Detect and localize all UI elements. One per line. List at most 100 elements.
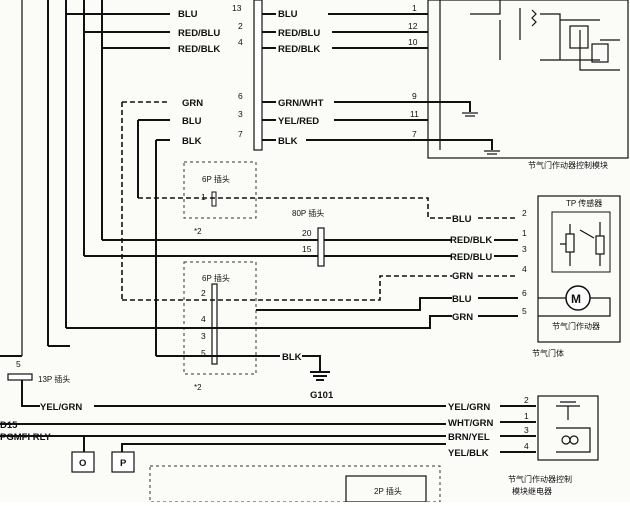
tb-pin-0: 2 xyxy=(522,208,527,218)
throttle-wire-labels: BLU RED/BLK RED/BLU GRN BLU GRN xyxy=(450,214,492,323)
wire-blu6-tb xyxy=(256,297,452,311)
relay-wire-tails xyxy=(500,405,536,453)
wire-grn5-tb xyxy=(66,315,452,329)
relay-wire-1: WHT/GRN xyxy=(448,418,494,429)
motor-label: 节气门作动器 xyxy=(552,321,600,331)
ecu-connector-bar xyxy=(253,0,263,151)
relay-wire-3: YEL/BLK xyxy=(448,448,489,459)
connector-6p-bottom-terminal xyxy=(211,283,218,365)
wire-label-left-3: GRN xyxy=(182,98,203,109)
connector-6p-bottom-box xyxy=(183,261,257,375)
relay-wire-2: BRN/YEL xyxy=(448,432,490,443)
bottom-dashed-region xyxy=(149,465,441,503)
tb-pin-2: 3 xyxy=(522,244,527,254)
connector-6p-bottom-pin-2: 3 xyxy=(201,331,206,341)
wire-r6 xyxy=(262,139,493,150)
pin-left-1: 2 xyxy=(238,21,243,31)
module-caption: 节气门作动器控制模块 xyxy=(528,160,608,170)
ground-g101-symbol xyxy=(310,371,330,381)
tb-pin-5: 5 xyxy=(522,306,527,316)
wire-label-right-2: RED/BLK xyxy=(278,44,320,55)
bottom-box-p-label: P xyxy=(120,458,127,469)
ecu-right-pins: 1 12 10 9 11 7 xyxy=(408,3,419,139)
connector-6p-top-pin: 1 xyxy=(201,192,206,202)
bottom-box-o-label: O xyxy=(79,458,86,469)
relay-pins: 2 1 3 4 xyxy=(524,395,529,451)
relay-coil-icon xyxy=(556,401,591,453)
control-module-box xyxy=(427,0,629,159)
bottom-box-o xyxy=(71,451,95,473)
relay-caption-1: 模块继电器 xyxy=(512,486,552,496)
pin-right-5: 7 xyxy=(412,129,417,139)
throttle-pins: 2 1 3 4 6 5 xyxy=(522,208,527,316)
connector-6p-top-terminal xyxy=(211,191,217,207)
pin-left-3: 6 xyxy=(238,91,243,101)
relay-pin-2: 3 xyxy=(524,425,529,435)
pin-left-5: 7 xyxy=(238,129,243,139)
ground-name: G101 xyxy=(310,390,334,401)
motor-circuit xyxy=(538,297,611,317)
tb-wire-4: BLU xyxy=(452,294,472,305)
pin-right-3: 9 xyxy=(412,91,417,101)
tb-pin-1: 1 xyxy=(522,228,527,238)
wire-grn-tb xyxy=(122,275,452,301)
wire-grn-6 xyxy=(121,101,170,300)
left-label-1: PGMFI RLY xyxy=(0,432,52,443)
tp-sensor-label: TP 传感器 xyxy=(566,198,602,208)
bottom-box-p xyxy=(111,451,135,473)
wire-ground-drop xyxy=(302,355,321,372)
tb-pin-4: 6 xyxy=(522,288,527,298)
ecu-right-labels: BLU RED/BLU RED/BLK GRN/WHT YEL/RED BLK xyxy=(276,6,334,147)
connector-6p-bottom-pin-1: 4 xyxy=(201,314,206,324)
wire-label-left-5: BLK xyxy=(182,136,202,147)
ecu-left-labels: BLU RED/BLU RED/BLK GRN BLU BLK xyxy=(176,6,226,147)
tb-wire-0: BLU xyxy=(452,214,472,225)
connector-6p-bottom-pin-0: 2 xyxy=(201,288,206,298)
wire-label-right-1: RED/BLU xyxy=(278,28,320,39)
wire-to-op xyxy=(83,436,446,452)
connector-13p-title: 13P 插头 xyxy=(38,374,70,384)
wire-redblu-2 xyxy=(83,0,170,256)
tb-wire-3: GRN xyxy=(452,271,473,282)
wire-label-right-5: BLK xyxy=(278,136,298,147)
connector-80p-title: 80P 插头 xyxy=(292,208,324,218)
tb-wire-5: GRN xyxy=(452,312,473,323)
pin-right-1: 12 xyxy=(408,21,418,31)
wire-redblk-4 xyxy=(101,0,170,240)
bottom-connector-label: 2P 插头 xyxy=(374,486,402,496)
relay-pin-0: 2 xyxy=(524,395,529,405)
wire-label-right-3: GRN/WHT xyxy=(278,98,324,109)
relay-wire-labels: YEL/GRN WHT/GRN BRN/YEL YEL/BLK xyxy=(448,402,494,459)
wire-blk-7 xyxy=(155,139,170,356)
wire-label-left-1: RED/BLU xyxy=(178,28,220,39)
wire-pgmfi xyxy=(0,423,446,437)
throttle-body-box xyxy=(537,195,621,343)
ground-symbol-2 xyxy=(484,150,500,155)
wire-blu-3 xyxy=(137,119,170,198)
tp-sensor-circuit xyxy=(560,222,605,266)
pin-right-0: 1 xyxy=(412,3,417,13)
wire-label-left-0: BLU xyxy=(178,9,198,20)
relay-caption-0: 节气门作动器控制 xyxy=(508,474,572,484)
connector-6p-bottom-note: *2 xyxy=(194,383,202,392)
connector-80p-pin-1: 15 xyxy=(302,244,312,254)
throttle-body-label: 节气门体 xyxy=(532,348,564,358)
pin-right-4: 11 xyxy=(410,109,419,119)
wire-label-right-4: YEL/RED xyxy=(278,116,319,127)
pin-left-0: 13 xyxy=(232,3,242,13)
connector-13p-terminal xyxy=(7,373,33,381)
tb-wire-2: RED/BLU xyxy=(450,252,492,263)
connector-6p-bottom-pin-3: 5 xyxy=(201,348,206,358)
relay-wire-0: YEL/GRN xyxy=(448,402,490,413)
tb-pin-3: 4 xyxy=(522,264,527,274)
pin-right-2: 10 xyxy=(408,37,418,47)
ground-wire-label: BLK xyxy=(282,352,302,363)
wire-13p-drop xyxy=(21,380,40,407)
tp-sensor-box xyxy=(551,211,611,273)
wire-label-right-0: BLU xyxy=(278,9,298,20)
connector-13p-pin: 5 xyxy=(16,359,21,369)
pin-left-4: 3 xyxy=(238,109,243,119)
connector-6p-top-note: *2 xyxy=(194,227,202,236)
